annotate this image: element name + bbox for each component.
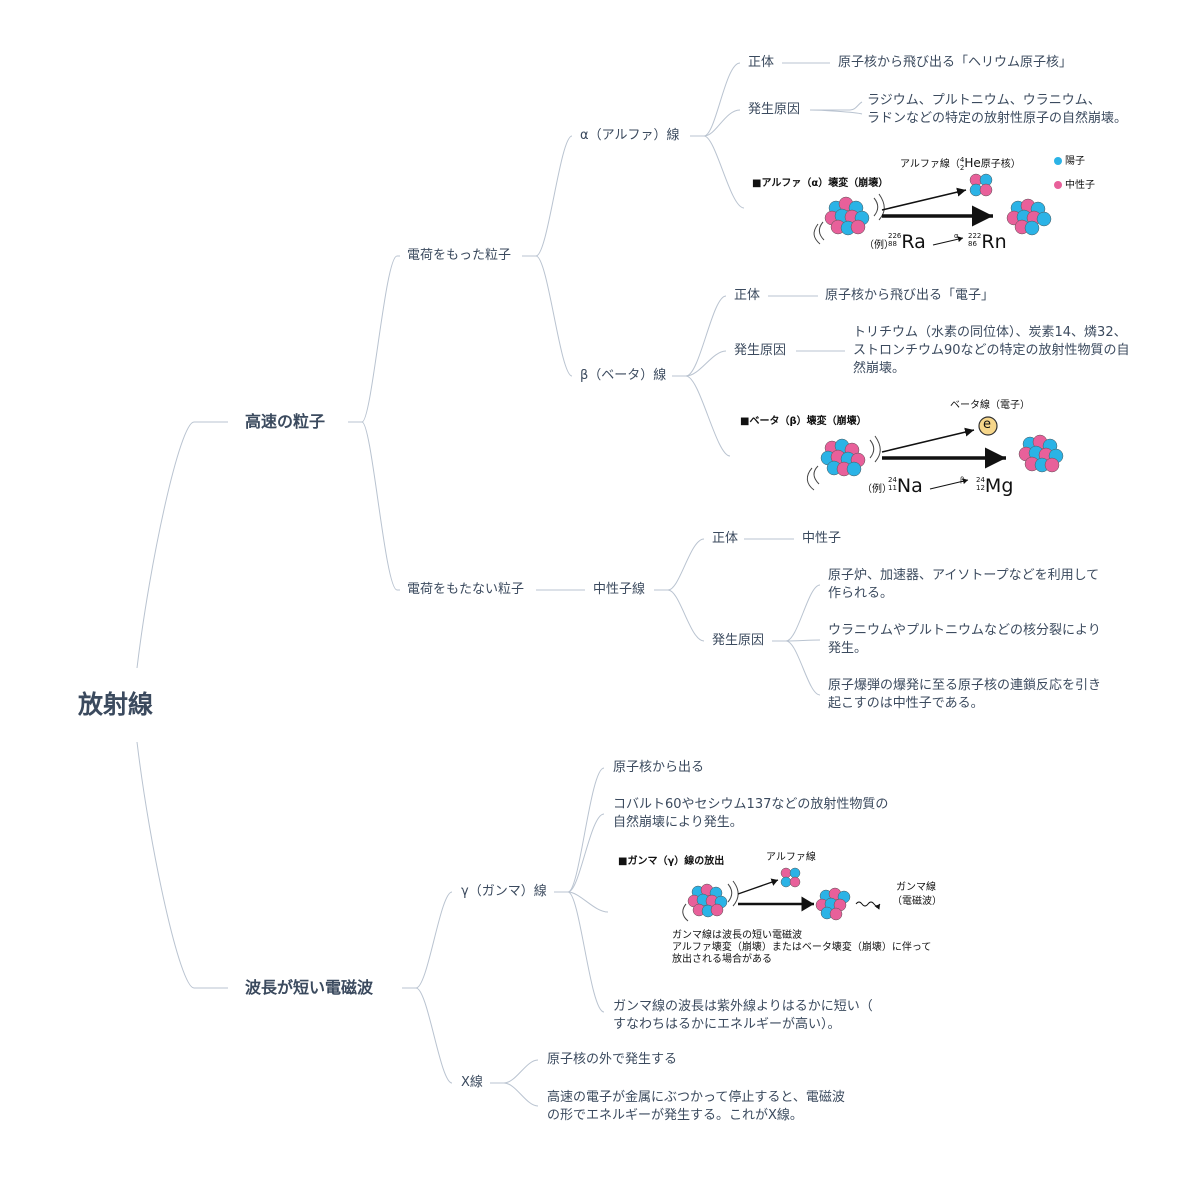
legend-neutron: 中性子 xyxy=(1054,180,1095,192)
alpha-cause-label[interactable]: 発生原因 xyxy=(748,102,801,117)
gamma-wave xyxy=(855,901,881,910)
parent-nucleus-na xyxy=(820,438,866,477)
alpha-body-label[interactable]: 正体 xyxy=(748,55,775,70)
proton-swatch xyxy=(1054,157,1062,165)
gamma-caption-1: ガンマ線は波長の短い電磁波 xyxy=(672,930,802,941)
daughter-nucleus-rn xyxy=(1006,198,1052,236)
gamma-note-2-line-1[interactable]: コバルト60やセシウム137などの放射性物質の xyxy=(613,797,889,812)
beta-decay-drawing xyxy=(806,416,1064,491)
gamma-emission-figure: ■ガンマ（γ）線の放出 アルファ線 ガンマ線 （電磁波） ガンマ線は波長の短い電… xyxy=(616,846,946,972)
node-em-wave[interactable]: 波長が短い電磁波 xyxy=(245,978,374,997)
electron-symbol: e xyxy=(983,417,991,432)
node-xray[interactable]: X線 xyxy=(461,1075,483,1090)
gamma-figure-title: ■ガンマ（γ）線の放出 xyxy=(618,856,725,867)
neutron-body-value[interactable]: 中性子 xyxy=(802,531,842,546)
beta-cause-line-1[interactable]: トリチウム（水素の同位体）、炭素14、燐32、 xyxy=(853,325,1127,340)
legend-proton: 陽子 xyxy=(1054,156,1085,168)
xray-note-2-line-1[interactable]: 高速の電子が金属にぶつかって停止すると、電磁波 xyxy=(547,1090,845,1105)
alpha-body-value[interactable]: 原子核から飛び出る「ヘリウム原子核」 xyxy=(838,55,1073,70)
alpha-decay-drawing xyxy=(813,173,1052,246)
alpha-figure-title: ■アルファ（α）壊変（崩壊） xyxy=(752,178,889,189)
beta-example-label: （例） xyxy=(862,484,892,495)
alpha-cause-line-1[interactable]: ラジウム、プルトニウム、ウラニウム、 xyxy=(867,93,1101,108)
xray-note-2-line-2[interactable]: の形でエネルギーが発生する。これがX線。 xyxy=(547,1108,803,1123)
node-neutron-ray[interactable]: 中性子線 xyxy=(593,582,646,597)
beta-cause-line-2[interactable]: ストロンチウム90などの特定の放射性物質の自 xyxy=(853,343,1130,358)
xray-note-1[interactable]: 原子核の外で発生する xyxy=(547,1052,678,1067)
beta-cause-label[interactable]: 発生原因 xyxy=(734,343,787,358)
alpha-cause-line-2[interactable]: ラドンなどの特定の放射性原子の自然崩壊。 xyxy=(867,111,1128,126)
neutron-body-label[interactable]: 正体 xyxy=(712,531,739,546)
neutron-cause-2-line-1[interactable]: ウラニウムやプルトニウムなどの核分裂により xyxy=(828,623,1101,638)
neutron-cause-1-line-2[interactable]: 作られる。 xyxy=(828,586,894,601)
beta-body-label[interactable]: 正体 xyxy=(734,288,761,303)
gamma-caption-2: アルファ壊変（崩壊）またはベータ壊変（崩壊）に伴って xyxy=(672,942,932,953)
gamma-daughter-nucleus xyxy=(815,887,851,921)
beta-arrow-symbol: β xyxy=(960,476,965,484)
gamma-note-2-line-2[interactable]: 自然崩壊により発生。 xyxy=(613,815,743,830)
gamma-alpha-particle xyxy=(780,867,801,888)
gamma-parent-nucleus xyxy=(687,883,728,918)
gamma-ray-sublabel: （電磁波） xyxy=(892,896,942,907)
beta-figure-title: ■ベータ（β）壊変（崩壊） xyxy=(740,416,867,427)
gamma-emission-drawing xyxy=(682,867,881,922)
neutron-cause-3-line-1[interactable]: 原子爆弾の爆発に至る原子核の連鎖反応を引き xyxy=(828,678,1102,693)
beta-ray-label: ベータ線（電子） xyxy=(950,400,1030,411)
gamma-note-3-line-1[interactable]: ガンマ線の波長は紫外線よりはるかに短い（ xyxy=(613,999,873,1014)
root-node[interactable]: 放射線 xyxy=(78,690,154,719)
gamma-note-1[interactable]: 原子核から出る xyxy=(613,760,705,775)
alpha-example-label: （例） xyxy=(864,240,894,251)
neutron-cause-2-line-2[interactable]: 発生。 xyxy=(828,641,868,656)
neutron-cause-3-line-2[interactable]: 起こすのは中性子である。 xyxy=(828,696,984,711)
node-alpha-ray[interactable]: α（アルファ）線 xyxy=(580,128,680,143)
parent-nucleus-ra xyxy=(824,196,870,236)
neutron-cause-1-line-1[interactable]: 原子炉、加速器、アイソトープなどを利用して xyxy=(828,568,1100,583)
node-charged[interactable]: 電荷をもった粒子 xyxy=(407,248,512,263)
neutron-cause-label[interactable]: 発生原因 xyxy=(712,633,765,648)
beta-body-value[interactable]: 原子核から飛び出る「電子」 xyxy=(825,288,995,303)
alpha-arrow-symbol: α xyxy=(954,232,959,240)
node-gamma-ray[interactable]: γ（ガンマ）線 xyxy=(461,884,547,899)
node-beta-ray[interactable]: β（ベータ）線 xyxy=(580,368,667,383)
gamma-ray-label: ガンマ線 xyxy=(896,882,936,893)
gamma-caption-3: 放出される場合がある xyxy=(672,954,772,965)
gamma-note-3-line-2[interactable]: すなわちはるかにエネルギーが高い）。 xyxy=(613,1017,841,1032)
alpha-particle xyxy=(969,173,993,197)
daughter-nucleus-mg xyxy=(1018,434,1064,473)
node-uncharged[interactable]: 電荷をもたない粒子 xyxy=(407,582,525,597)
neutron-swatch xyxy=(1054,181,1062,189)
node-fast-particles[interactable]: 高速の粒子 xyxy=(245,412,326,431)
gamma-alpha-label: アルファ線 xyxy=(766,852,816,863)
electron-particle xyxy=(978,416,998,436)
beta-cause-line-3[interactable]: 然崩壊。 xyxy=(853,361,906,376)
